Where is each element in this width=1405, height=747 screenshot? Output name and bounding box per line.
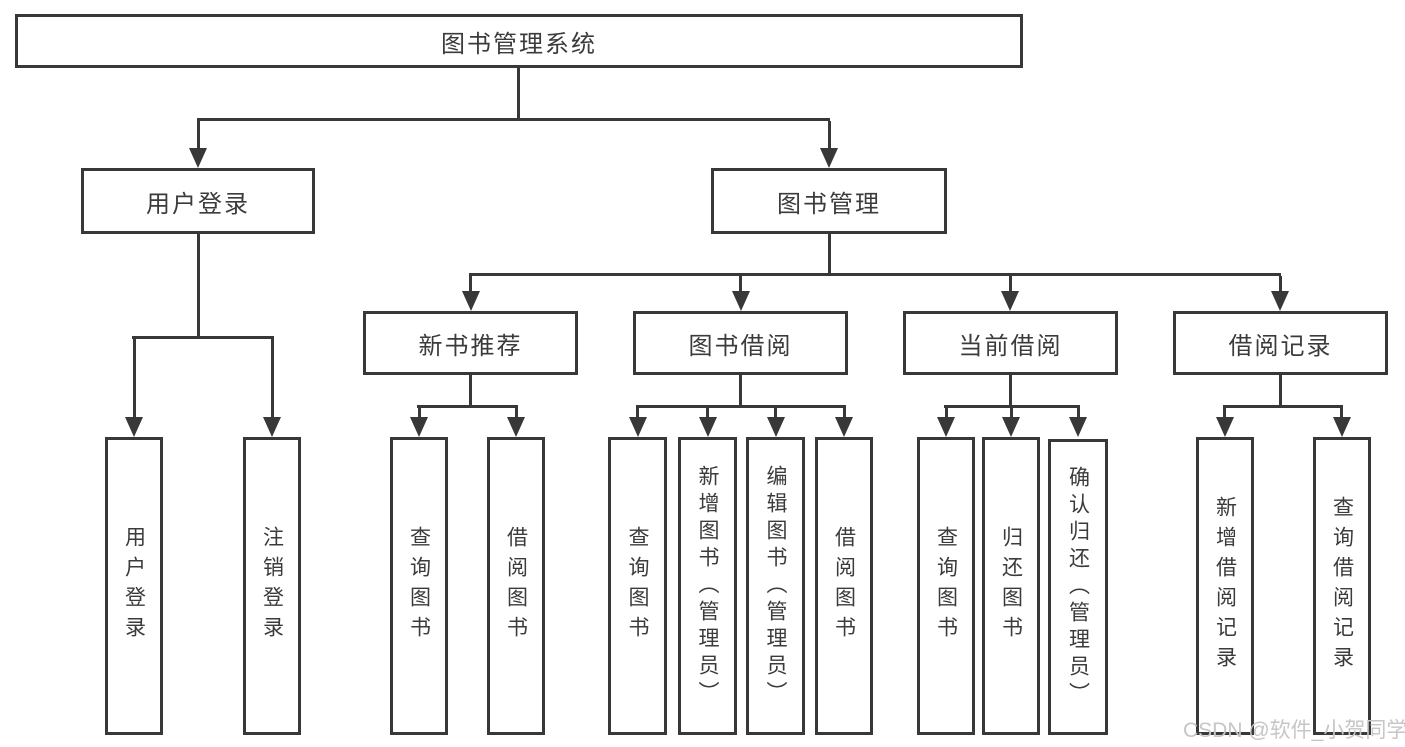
node-current-borrow: 当前借阅 bbox=[903, 311, 1118, 375]
leaf-label: 确认归还（管理员） bbox=[1066, 465, 1090, 709]
leaf-label: 查询图书 bbox=[934, 526, 958, 646]
node-leaf-user-login: 用户登录 bbox=[105, 437, 163, 735]
node-leaf-borrow-books-1: 借阅图书 bbox=[487, 437, 545, 735]
connector-new-books-branch bbox=[417, 405, 518, 408]
connector-shaft bbox=[1076, 408, 1080, 419]
node-leaf-query-books-2: 查询图书 bbox=[608, 437, 667, 735]
connector-shaft bbox=[739, 276, 742, 293]
connector-shaft bbox=[944, 408, 948, 419]
node-leaf-confirm-return-admin: 确认归还（管理员） bbox=[1048, 439, 1108, 735]
arrow-down-icon bbox=[1271, 291, 1289, 311]
connector-book-mgmt-branch bbox=[469, 273, 1281, 276]
node-leaf-query-books-1: 查询图书 bbox=[390, 437, 448, 735]
connector-current-borrow-branch bbox=[944, 405, 1080, 408]
connector-current-borrow-stub bbox=[1008, 375, 1012, 405]
node-book-borrow: 图书借阅 bbox=[633, 311, 848, 375]
arrow-down-icon bbox=[1215, 417, 1234, 437]
arrow-down-icon bbox=[937, 417, 955, 437]
leaf-label: 查询图书 bbox=[626, 526, 649, 646]
node-borrow-records-label: 借阅记录 bbox=[1228, 332, 1333, 360]
connector-user-login-stub bbox=[196, 234, 200, 336]
arrow-down-icon bbox=[731, 291, 750, 311]
leaf-label: 查询借阅记录 bbox=[1330, 496, 1354, 676]
node-leaf-borrow-books-2: 借阅图书 bbox=[815, 437, 873, 735]
node-leaf-query-books-3: 查询图书 bbox=[917, 437, 975, 735]
node-new-books-label: 新书推荐 bbox=[418, 332, 523, 360]
leaf-label: 查询图书 bbox=[407, 526, 431, 646]
leaf-label: 新增借阅记录 bbox=[1213, 496, 1237, 676]
connector-shaft bbox=[1008, 276, 1012, 293]
connector-shaft bbox=[469, 276, 472, 293]
leaf-label: 借阅图书 bbox=[504, 526, 528, 646]
connector-shaft bbox=[1223, 408, 1226, 419]
connector-shaft bbox=[636, 408, 639, 419]
node-root-label: 图书管理系统 bbox=[441, 30, 597, 58]
leaf-label: 注销登录 bbox=[260, 526, 284, 646]
arrow-down-icon bbox=[1001, 291, 1019, 311]
node-book-mgmt: 图书管理 bbox=[711, 168, 947, 234]
connector-shaft bbox=[1340, 408, 1343, 419]
connector-root-branch bbox=[197, 118, 830, 121]
connector-shaft bbox=[196, 121, 200, 150]
connector-user-login-branch bbox=[132, 336, 274, 339]
arrow-down-icon bbox=[1002, 417, 1020, 437]
arrow-down-icon bbox=[1332, 417, 1351, 437]
node-leaf-query-borrow-record: 查询借阅记录 bbox=[1313, 437, 1371, 735]
arrow-down-icon bbox=[628, 417, 647, 437]
node-leaf-return-books: 归还图书 bbox=[982, 437, 1040, 735]
node-new-books: 新书推荐 bbox=[363, 311, 578, 375]
arrow-down-icon bbox=[1069, 417, 1087, 437]
node-leaf-edit-books-admin: 编辑图书（管理员） bbox=[746, 437, 805, 735]
connector-shaft bbox=[842, 408, 846, 419]
connector-shaft bbox=[132, 339, 136, 417]
leaf-label: 用户登录 bbox=[122, 526, 146, 646]
leaf-label: 借阅图书 bbox=[832, 526, 856, 646]
connector-shaft bbox=[774, 408, 777, 419]
node-user-login-label: 用户登录 bbox=[146, 190, 250, 218]
arrow-down-icon bbox=[507, 417, 525, 437]
arrow-down-icon bbox=[125, 417, 143, 437]
connector-shaft bbox=[417, 408, 421, 419]
connector-borrow-records-branch bbox=[1223, 405, 1343, 408]
connector-shaft bbox=[1278, 276, 1282, 293]
arrow-down-icon bbox=[461, 291, 480, 311]
arrow-down-icon bbox=[263, 417, 281, 437]
node-leaf-add-borrow-record: 新增借阅记录 bbox=[1196, 437, 1254, 735]
csdn-watermark: CSDN @软件_小贺同学 bbox=[1183, 719, 1405, 742]
node-current-borrow-label: 当前借阅 bbox=[958, 332, 1063, 360]
node-book-borrow-label: 图书借阅 bbox=[688, 332, 793, 360]
connector-book-mgmt-stub bbox=[827, 234, 831, 273]
arrow-down-icon bbox=[835, 417, 853, 437]
leaf-label: 新增图书（管理员） bbox=[696, 464, 719, 708]
arrow-down-icon bbox=[820, 148, 838, 168]
arrow-down-icon bbox=[766, 417, 785, 437]
node-root: 图书管理系统 bbox=[15, 14, 1023, 68]
arrow-down-icon bbox=[410, 417, 428, 437]
node-user-login: 用户登录 bbox=[81, 168, 315, 234]
connector-shaft bbox=[827, 121, 831, 150]
arrow-down-icon bbox=[698, 417, 717, 437]
connector-book-borrow-branch bbox=[636, 405, 846, 408]
node-leaf-logout: 注销登录 bbox=[243, 437, 301, 735]
node-borrow-records: 借阅记录 bbox=[1173, 311, 1388, 375]
node-leaf-add-books-admin: 新增图书（管理员） bbox=[678, 437, 737, 735]
connector-shaft bbox=[270, 339, 274, 417]
connector-root-stub bbox=[517, 68, 520, 121]
connector-book-borrow-stub bbox=[739, 375, 742, 405]
connector-shaft bbox=[1009, 408, 1013, 419]
connector-shaft bbox=[514, 408, 518, 419]
connector-new-books-stub bbox=[469, 375, 472, 405]
node-book-mgmt-label: 图书管理 bbox=[777, 190, 881, 218]
connector-shaft bbox=[706, 408, 709, 419]
connector-borrow-records-stub bbox=[1278, 375, 1282, 405]
leaf-label: 编辑图书（管理员） bbox=[764, 464, 787, 708]
arrow-down-icon bbox=[189, 148, 207, 168]
leaf-label: 归还图书 bbox=[999, 526, 1023, 646]
